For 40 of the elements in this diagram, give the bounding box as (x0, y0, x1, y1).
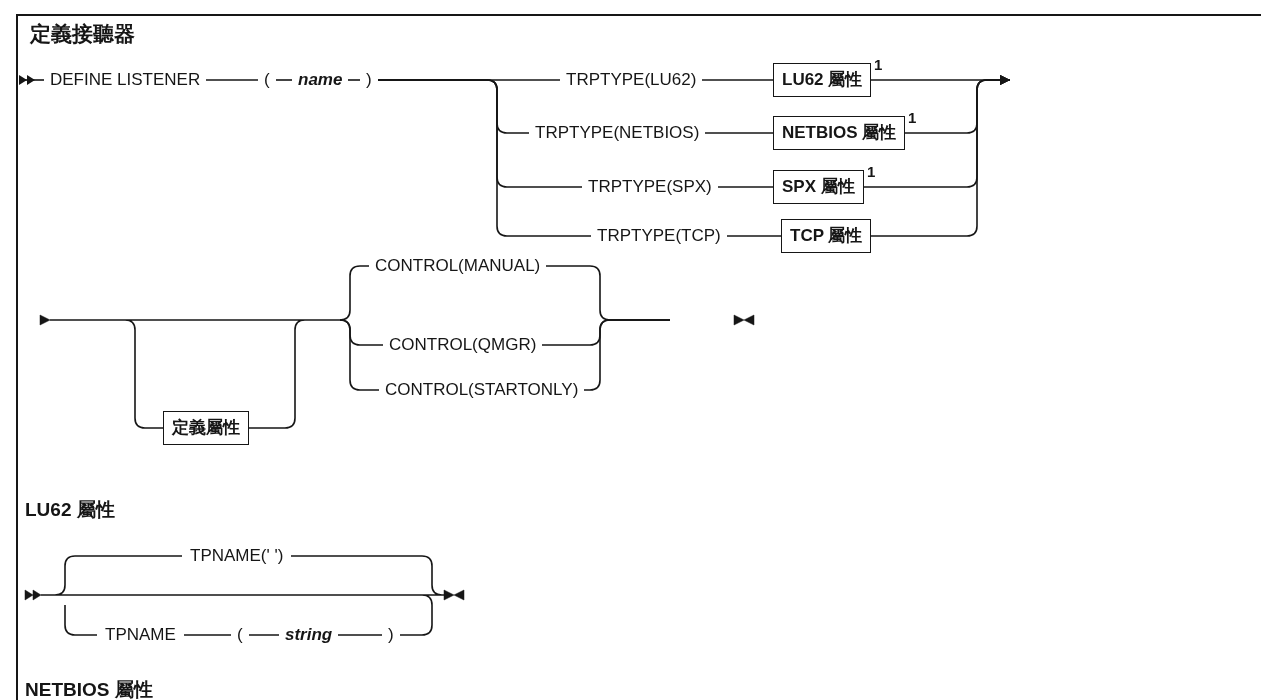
syntax-keyword: TPNAME (105, 625, 176, 645)
syntax-reference-box: LU62 屬性 (773, 63, 872, 97)
syntax-rail (870, 75, 1011, 237)
syntax-rail (134, 333, 164, 429)
syntax-keyword: TRPTYPE(TCP) (591, 226, 727, 246)
syntax-variable: string (285, 625, 333, 645)
diagram-title: 定義接聽器 (30, 22, 135, 46)
syntax-rail (275, 79, 293, 81)
footnote-mark: 1 (874, 57, 883, 73)
syntax-rail (18, 75, 45, 85)
syntax-keyword: ) (388, 625, 394, 645)
syntax-reference-box: 定義屬性 (163, 411, 249, 445)
syntax-reference-box: TCP 屬性 (781, 219, 872, 253)
syntax-rail (205, 79, 259, 81)
syntax-keyword: ) (360, 70, 378, 90)
syntax-keyword: CONTROL(QMGR) (383, 335, 543, 355)
syntax-variable: name (292, 70, 349, 90)
section-heading: NETBIOS 屬性 (25, 678, 153, 700)
syntax-keyword: CONTROL(MANUAL) (369, 256, 547, 276)
syntax-keyword: CONTROL(STARTONLY) (379, 380, 585, 400)
footnote-mark: 1 (867, 164, 876, 180)
syntax-rail (248, 333, 296, 429)
syntax-keyword: TRPTYPE(SPX) (582, 177, 718, 197)
syntax-rail (717, 186, 774, 188)
syntax-rail (704, 132, 774, 134)
syntax-rail (701, 79, 774, 81)
syntax-keyword: TRPTYPE(NETBIOS) (529, 123, 706, 143)
syntax-rail (726, 235, 782, 237)
section-heading: LU62 屬性 (25, 498, 115, 522)
syntax-rail (339, 319, 380, 391)
syntax-keyword: DEFINE LISTENER (44, 70, 207, 90)
syntax-keyword: TPNAME(' ') (190, 546, 284, 566)
syntax-keyword: TRPTYPE(LU62) (560, 70, 703, 90)
syntax-reference-box: NETBIOS 屬性 (773, 116, 906, 150)
syntax-keyword: ( (258, 70, 276, 90)
footnote-mark: 1 (908, 110, 917, 126)
syntax-reference-box: SPX 屬性 (773, 170, 864, 204)
syntax-rail (347, 79, 361, 81)
syntax-keyword: ( (237, 625, 243, 645)
syntax-rail (377, 79, 592, 237)
